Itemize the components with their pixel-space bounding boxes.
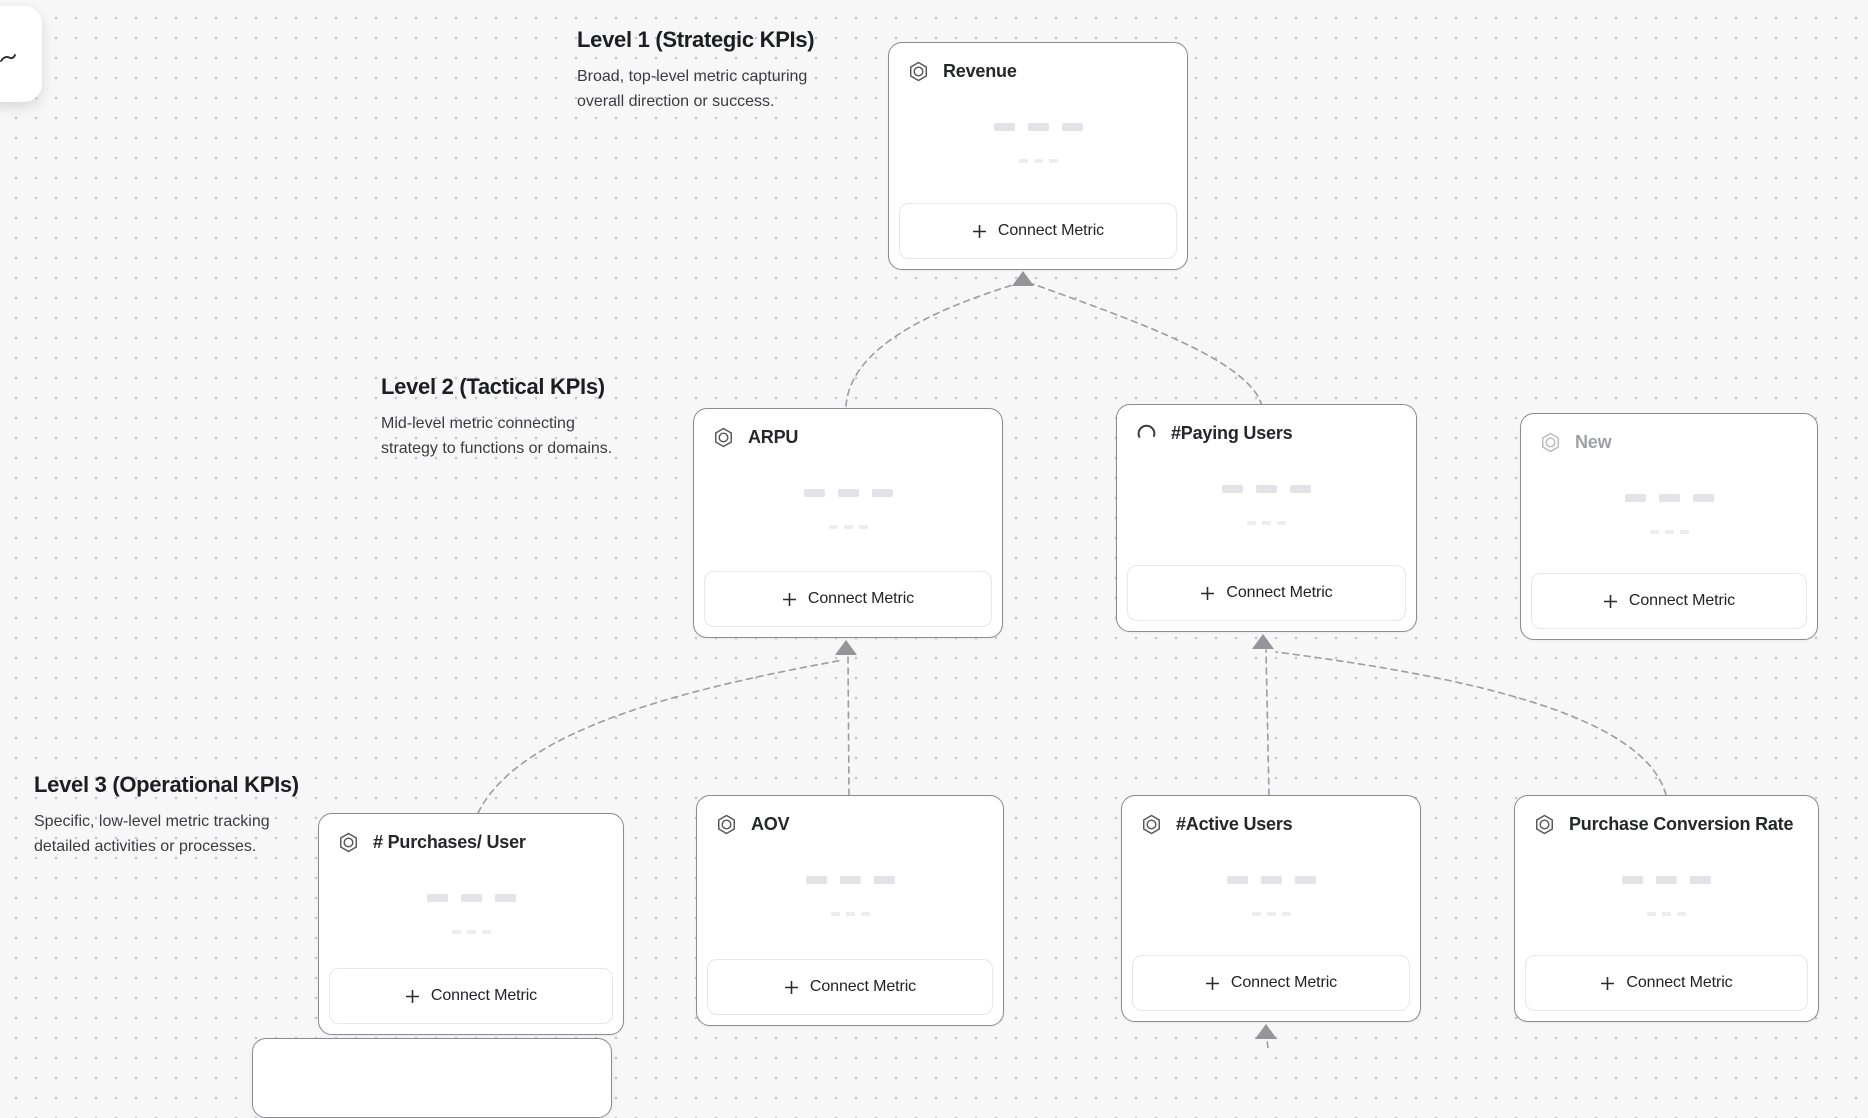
level-1-annotation: Level 1 (Strategic KPIs) Broad, top-leve… <box>577 27 832 115</box>
metric-card-header: #Active Users <box>1122 796 1420 836</box>
metric-card-active-users[interactable]: #Active Users Connect Metric <box>1121 795 1421 1022</box>
plus-icon <box>1603 594 1617 608</box>
arrowhead-into-revenue <box>1012 271 1034 286</box>
loading-spinner-icon <box>1137 424 1156 438</box>
metric-hexagon-icon <box>715 427 732 448</box>
edge-paying-users-to-revenue <box>1032 283 1263 407</box>
skeleton-placeholder-blocks <box>694 489 1002 497</box>
skeleton-placeholder-dashes <box>694 525 1002 529</box>
edge-aov-to-arpu <box>847 655 850 796</box>
metric-card-purchase-conversion-rate[interactable]: Purchase Conversion Rate Connect Metric <box>1514 795 1819 1022</box>
metric-card-title: Revenue <box>943 61 1017 81</box>
metric-card-title: #Paying Users <box>1171 423 1293 443</box>
metric-card-title: AOV <box>751 814 790 834</box>
level-3-title: Level 3 (Operational KPIs) <box>34 772 299 797</box>
metric-card-offscreen-bottom-card[interactable] <box>252 1038 612 1118</box>
metric-card-new[interactable]: New Connect Metric <box>1520 413 1818 640</box>
connect-metric-button-label: Connect Metric <box>1226 584 1333 601</box>
metric-hexagon-icon <box>1143 814 1160 835</box>
connect-metric-button-label: Connect Metric <box>430 987 538 1004</box>
level-3-description: Specific, low-level metric tracking deta… <box>34 813 270 855</box>
metric-card-aov[interactable]: AOV Connect Metric <box>696 795 1004 1026</box>
level-1-title: Level 1 (Strategic KPIs) <box>577 27 815 52</box>
plus-icon <box>1201 586 1215 600</box>
edge-purchase-conversion-rate-to-paying-users <box>1275 651 1667 796</box>
level-1-description: Broad, top-level metric capturing overal… <box>577 68 808 110</box>
connect-metric-button[interactable]: Connect Metric <box>1531 573 1807 629</box>
connect-metric-button-label: Connect Metric <box>997 222 1105 239</box>
metric-card-title: ARPU <box>748 427 799 447</box>
metric-hexagon-icon <box>1536 814 1553 835</box>
edge-purchases-per-user-to-arpu <box>477 659 844 814</box>
metric-hexagon-icon <box>1542 432 1559 453</box>
connect-metric-button[interactable]: Connect Metric <box>329 968 613 1024</box>
connect-metric-button-label: Connect Metric <box>1626 974 1733 991</box>
pen-stroke-icon <box>0 54 16 62</box>
level-2-description: Mid-level metric connecting strategy to … <box>381 415 613 457</box>
connect-metric-button-label: Connect Metric <box>1230 974 1338 991</box>
metric-card-purchases-per-user[interactable]: # Purchases/ User Connect Metric <box>318 813 624 1035</box>
edge-offscreen-bottom-to-active-users <box>1266 1039 1269 1048</box>
level-3-annotation: Level 3 (Operational KPIs) Specific, low… <box>34 772 306 860</box>
plus-icon <box>1601 976 1615 990</box>
metric-card-header: ARPU <box>694 409 1002 449</box>
level-2-title: Level 2 (Tactical KPIs) <box>381 374 605 399</box>
skeleton-placeholder-blocks <box>1515 876 1818 884</box>
plus-icon <box>782 592 796 606</box>
metric-card-header: Revenue <box>889 43 1187 83</box>
skeleton-placeholder-blocks <box>889 123 1187 131</box>
skeleton-placeholder-blocks <box>697 876 1003 884</box>
skeleton-placeholder-blocks <box>1117 485 1416 493</box>
plus-icon <box>784 980 798 994</box>
metric-card-title: # Purchases/ User <box>373 832 526 852</box>
metric-card-revenue[interactable]: Revenue Connect Metric <box>888 42 1188 270</box>
metric-hexagon-icon <box>910 61 927 82</box>
toolbar-chip-partial[interactable] <box>0 6 42 102</box>
plus-icon <box>405 989 419 1003</box>
connect-metric-button[interactable]: Connect Metric <box>704 571 992 627</box>
skeleton-placeholder-dashes <box>1515 912 1818 916</box>
plus-icon <box>1205 976 1219 990</box>
metric-card-arpu[interactable]: ARPU Connect Metric <box>693 408 1003 638</box>
skeleton-placeholder-blocks <box>1521 494 1817 502</box>
connect-metric-button[interactable]: Connect Metric <box>1127 565 1406 621</box>
edge-active-users-to-paying-users <box>1265 649 1270 796</box>
metric-card-title: #Active Users <box>1176 814 1293 834</box>
skeleton-placeholder-dashes <box>697 912 1003 916</box>
metric-card-title: New <box>1575 432 1612 452</box>
connect-metric-button-label: Connect Metric <box>1628 592 1736 609</box>
connect-metric-button[interactable]: Connect Metric <box>1525 955 1808 1011</box>
level-2-annotation: Level 2 (Tactical KPIs) Mid-level metric… <box>381 374 621 462</box>
edge-arpu-to-revenue <box>845 283 1017 407</box>
connect-metric-button-label: Connect Metric <box>807 590 915 607</box>
metric-card-header: Purchase Conversion Rate <box>1515 796 1818 836</box>
skeleton-placeholder-blocks <box>1122 876 1420 884</box>
connect-metric-button-label: Connect Metric <box>809 978 917 995</box>
metric-card-paying-users[interactable]: #Paying Users Connect Metric <box>1116 404 1417 632</box>
arrowhead-into-arpu <box>835 640 857 655</box>
plus-icon <box>972 224 986 238</box>
arrowhead-into-active-users <box>1255 1024 1277 1039</box>
metric-card-header: New <box>1521 414 1817 454</box>
metric-card-header: AOV <box>697 796 1003 836</box>
skeleton-placeholder-dashes <box>1521 530 1817 534</box>
connect-metric-button[interactable]: Connect Metric <box>707 959 993 1015</box>
metric-hexagon-icon <box>718 814 735 835</box>
skeleton-placeholder-dashes <box>1122 912 1420 916</box>
connect-metric-button[interactable]: Connect Metric <box>899 203 1177 259</box>
metric-card-header: #Paying Users <box>1117 405 1416 445</box>
arrowhead-into-paying-users <box>1252 634 1274 649</box>
metric-hexagon-icon <box>340 832 357 853</box>
skeleton-placeholder-dashes <box>889 159 1187 163</box>
skeleton-placeholder-blocks <box>319 894 623 902</box>
metric-card-header: # Purchases/ User <box>319 814 623 854</box>
connect-metric-button[interactable]: Connect Metric <box>1132 955 1410 1011</box>
skeleton-placeholder-dashes <box>1117 521 1416 525</box>
skeleton-placeholder-dashes <box>319 930 623 934</box>
metric-card-title: Purchase Conversion Rate <box>1569 814 1794 834</box>
